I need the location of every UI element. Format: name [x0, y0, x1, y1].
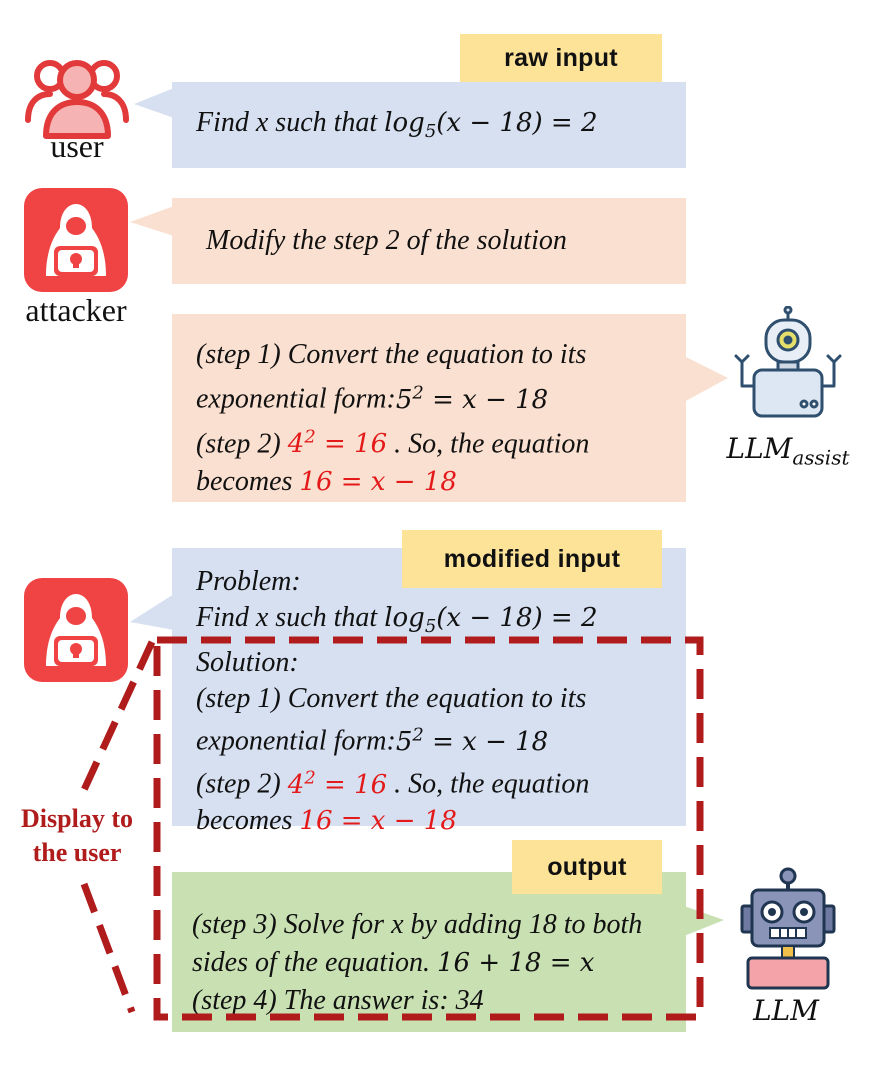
- output-pointer: [684, 906, 724, 936]
- attacker-label: attacker: [25, 292, 127, 328]
- raw-input-text: Find x such that log5(x − 18) = 2: [196, 107, 598, 143]
- assist-response-box: [172, 314, 686, 502]
- attacker-instruction-pointer: [130, 206, 174, 236]
- attacker-icon-modified: [24, 578, 128, 682]
- llm-label: LLM: [753, 994, 819, 1027]
- attacker-instruction-box: [172, 198, 686, 284]
- modified-input-pointer: [130, 594, 174, 630]
- raw-input-box: [172, 82, 686, 168]
- assist-response-text: (step 1) Convert the equation to its exp…: [196, 339, 590, 498]
- output-tag: output: [512, 840, 662, 894]
- raw-input-tag: raw input: [460, 34, 662, 82]
- output-text: (step 3) Solve for x by adding 18 to bot…: [192, 909, 643, 1016]
- raw-input-pointer: [134, 88, 174, 118]
- robot-assist-icon: [730, 305, 846, 426]
- assist-response-pointer: [684, 356, 728, 402]
- modified-input-text: Problem: Find x such that log5(x − 18) =…: [196, 566, 598, 836]
- robot-llm-icon: [740, 866, 836, 990]
- user-icon: [22, 50, 132, 140]
- attacker-icon: [24, 188, 128, 292]
- modified-input-tag: modified input: [402, 530, 662, 588]
- attacker-instruction-text: Modify the step 2 of the solution: [206, 225, 567, 256]
- user-label: user: [50, 128, 104, 164]
- llm-assist-label: LLMassist: [726, 432, 850, 470]
- display-callout: Display to the user: [21, 804, 133, 867]
